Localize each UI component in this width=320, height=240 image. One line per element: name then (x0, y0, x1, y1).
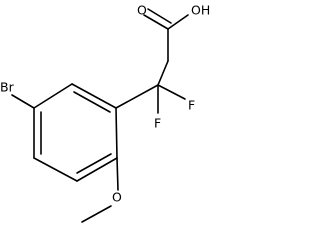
ring-bond-top-left (33, 83, 73, 109)
chemical-structure: Br O F F O OH (0, 3, 210, 223)
methoxy-oxygen-label: O (112, 190, 122, 205)
bromine-bond (11, 94, 35, 109)
ring-bond-top (71, 83, 117, 109)
bromine-label: Br (0, 80, 15, 95)
hydroxyl-label: OH (191, 3, 210, 18)
ring-bond-top-inner (73, 91, 111, 113)
ring-bond-bottom (33, 157, 78, 182)
ring-bond-right-upper (115, 107, 118, 159)
fluorine-lower-label: F (154, 116, 161, 131)
carbonyl-double-bond-a (143, 14, 169, 30)
carbonyl-double-bond-b (147, 8, 172, 24)
carbonyl-oxygen-label: O (137, 3, 147, 18)
fluorine-upper-bond (157, 84, 186, 100)
fluorine-upper-label: F (188, 98, 195, 113)
cf2-to-ch2-bond (157, 60, 169, 86)
ring-bond-right-lower-inner (76, 153, 112, 174)
hydroxyl-bond (167, 14, 189, 30)
ring-to-cf2-bond (115, 84, 159, 109)
methoxy-o-bond (116, 157, 119, 191)
ring-bond-right-lower (76, 157, 118, 182)
methoxy-methyl-bond (81, 205, 112, 223)
benzene-ring (33, 83, 118, 182)
